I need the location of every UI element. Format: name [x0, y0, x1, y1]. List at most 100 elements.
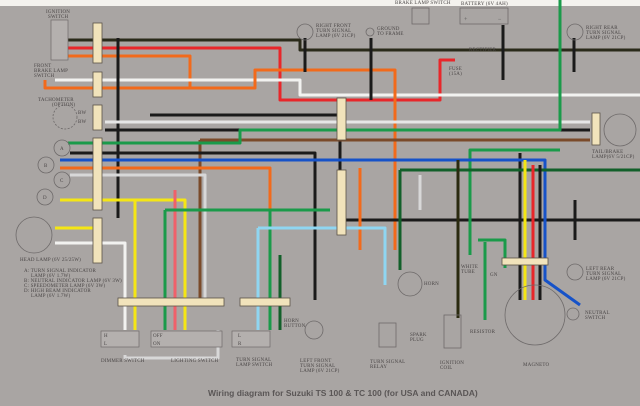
battery-plus: + — [464, 17, 468, 23]
wire-orange-brake — [43, 68, 397, 250]
legend-line-2: LAMP (6V 1.7W) — [31, 274, 70, 279]
indicator-lamp-b — [37, 156, 55, 174]
turn-r: R — [238, 342, 242, 347]
left-rear-label-2: TURN SIGNAL — [586, 272, 621, 277]
connectors — [92, 22, 601, 307]
wire-right-front — [303, 38, 576, 100]
ignition-switch — [50, 19, 69, 61]
head-lamp — [15, 216, 53, 254]
connector-switches — [117, 297, 225, 307]
horn — [397, 271, 423, 297]
connector-tail — [591, 112, 601, 146]
left-rear-label: LEFT REAR — [586, 267, 615, 272]
spark-plug-label-2: PLUG — [410, 338, 424, 343]
head-lamp-label: HEAD LAMP (6V 25/25W) — [20, 258, 81, 263]
legend-line-5: D: HIGH BEAM INDICATOR — [24, 289, 91, 294]
white-tube-label: WHITE — [461, 265, 478, 270]
wire-white-brake — [55, 78, 640, 97]
horn-label: HORN — [424, 282, 439, 287]
front-brake-lamp-switch-label-2: BRAKE LAMP — [34, 69, 68, 74]
wire-blue — [60, 158, 581, 307]
connector-main-upper — [336, 97, 347, 141]
dimmer-switch — [100, 330, 140, 348]
wire-green-a — [68, 0, 562, 255]
wire-black-a — [70, 151, 522, 300]
left-rear-turn-lamp — [566, 263, 584, 281]
lighting-switch — [150, 330, 223, 348]
tail-lamp-label: TAIL/BRAKE — [592, 150, 623, 155]
tachometer — [52, 104, 78, 130]
neutral-switch-label: NEUTRAL — [585, 311, 610, 316]
ground-to-frame — [365, 27, 375, 37]
connector-indicators — [92, 137, 103, 211]
wire-black-ground — [116, 38, 640, 222]
ground-label: GROUND — [377, 27, 400, 32]
left-front-label-3: LAMP (6V 21CP) — [300, 369, 340, 374]
fuse-label: FUSE — [449, 67, 462, 72]
right-rear-label: RIGHT REAR — [586, 26, 618, 31]
neutral-switch-label-2: SWITCH — [585, 316, 606, 321]
dimmer-h: H — [104, 334, 108, 339]
magneto — [504, 284, 566, 346]
magneto-label: MAGNETO — [523, 363, 549, 368]
wire-green-light — [163, 208, 330, 330]
wire-lightblue — [256, 226, 387, 330]
wire-black-yellow — [68, 38, 640, 52]
relay-label-2: RELAY — [370, 365, 387, 370]
indicator-c: C — [60, 179, 64, 184]
indicator-a: A — [60, 147, 64, 152]
left-front-turn-lamp — [304, 320, 324, 340]
connector-magneto — [501, 257, 549, 266]
right-front-turn-lamp — [296, 23, 314, 41]
dimmer-switch-label: DIMMER SWITCH — [101, 359, 145, 364]
right-rear-turn-lamp — [566, 23, 584, 41]
battery — [459, 7, 509, 25]
gn-label: GN — [490, 273, 498, 278]
ignition-coil — [443, 314, 462, 349]
right-front-label: RIGHT FRONT — [316, 24, 351, 29]
ground-label-2: TO FRAME — [377, 32, 404, 37]
left-front-label: LEFT FRONT — [300, 359, 332, 364]
lighting-on: ON — [153, 342, 161, 347]
wire-darkgreen-horn — [278, 168, 640, 330]
relay-label: TURN SIGNAL — [370, 360, 405, 365]
indicator-lamp-c — [53, 171, 71, 189]
tachometer-label-2: (OPTION) — [52, 103, 75, 108]
indicator-lamp-d — [36, 188, 54, 206]
horn-button-label: HORN — [284, 319, 299, 324]
indicator-d: D — [43, 196, 47, 201]
resistor-label: RESISTOR — [470, 330, 496, 335]
dimmer-l: L — [104, 342, 107, 347]
ignition-coil-label: IGNITION — [440, 361, 464, 366]
white-tube-label-2: TUBE — [461, 270, 475, 275]
legend-line-3: B: NEUTRAL INDICATOR LAMP (6V 3W) — [24, 279, 122, 284]
lighting-off: OFF — [153, 334, 163, 339]
brake-lamp-switch-label: BRAKE LAMP SWITCH — [395, 1, 451, 6]
left-front-label-2: TURN SIGNAL — [300, 364, 335, 369]
connector-headlamp — [92, 217, 103, 264]
right-front-label-3: LAMP (6V 21CP) — [316, 34, 356, 39]
legend-line-4: C: SPEEDOMETER LAMP (6V 3W) — [24, 284, 105, 289]
turn-switch-label-2: LAMP SWITCH — [236, 363, 273, 368]
turn-l: L — [238, 334, 241, 339]
turn-signal-lamp-switch — [231, 330, 271, 348]
wire-orange-ign — [68, 54, 192, 88]
components — [15, 7, 637, 349]
tail-lamp-label-2: LAMP(6V 5/21CP) — [592, 155, 635, 160]
turn-signal-relay — [378, 322, 397, 348]
wires — [43, 0, 640, 360]
right-rear-label-2: TURN SIGNAL — [586, 31, 621, 36]
tacho-wire-1: BW — [78, 111, 87, 116]
lighting-switch-label: LIGHTING SWITCH — [171, 359, 218, 364]
legend-line-1: A: TURN SIGNAL INDICATOR — [24, 269, 97, 274]
wire-white-c — [70, 173, 422, 300]
ignition-switch-label: IGNITION — [46, 10, 70, 15]
spark-plug-label: SPARK — [410, 333, 427, 338]
neutral-switch — [566, 307, 580, 321]
connector-main-lower — [336, 169, 347, 236]
diagram-title: Wiring diagram for Suzuki TS 100 & TC 10… — [208, 388, 478, 398]
indicator-lamp-a — [53, 139, 71, 157]
tacho-wire-2: BW — [78, 120, 87, 125]
